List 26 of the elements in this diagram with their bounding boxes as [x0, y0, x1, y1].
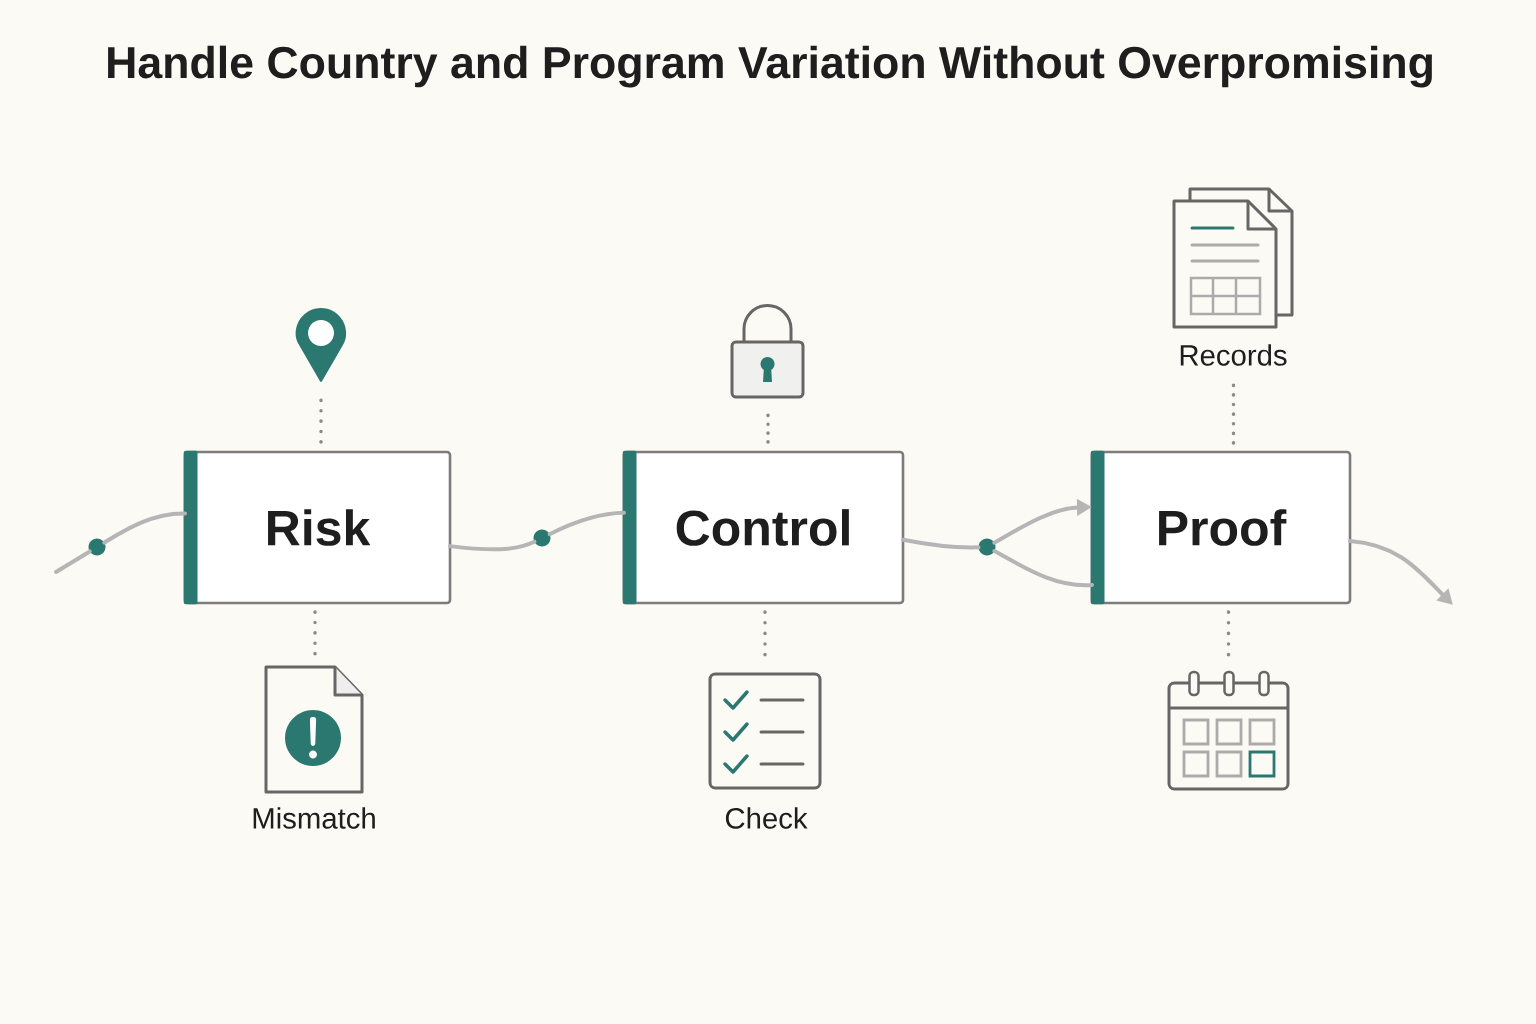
- icon-caption: Mismatch: [253, 807, 375, 829]
- connector: [448, 539, 537, 552]
- connector: [901, 537, 981, 550]
- dotted-line: [1226, 610, 1231, 657]
- arrow: [1348, 539, 1453, 605]
- icon-caption: Records: [1180, 344, 1287, 366]
- connector: [54, 549, 92, 574]
- junction-dot: [978, 538, 996, 556]
- junction-dot: [88, 538, 106, 556]
- connector: [992, 549, 1094, 588]
- process-box: Proof: [1090, 450, 1352, 605]
- calendar-icon: [1167, 670, 1290, 791]
- padlock-icon: [730, 304, 805, 399]
- dotted-line: [319, 398, 323, 444]
- title: Handle Country and Program Variation Without Overpromising: [108, 45, 1432, 88]
- dotted-line: [313, 610, 317, 656]
- process-box: Risk: [183, 450, 452, 605]
- dotted-line: [766, 413, 770, 444]
- junction-dot: [533, 529, 551, 547]
- connector: [547, 510, 626, 537]
- dotted-line: [763, 610, 767, 657]
- process-box: Control: [622, 450, 905, 605]
- icon-caption: Check: [725, 807, 808, 829]
- connector: [102, 511, 187, 545]
- location-pin-icon: [295, 308, 347, 382]
- dotted-line: [1231, 383, 1236, 445]
